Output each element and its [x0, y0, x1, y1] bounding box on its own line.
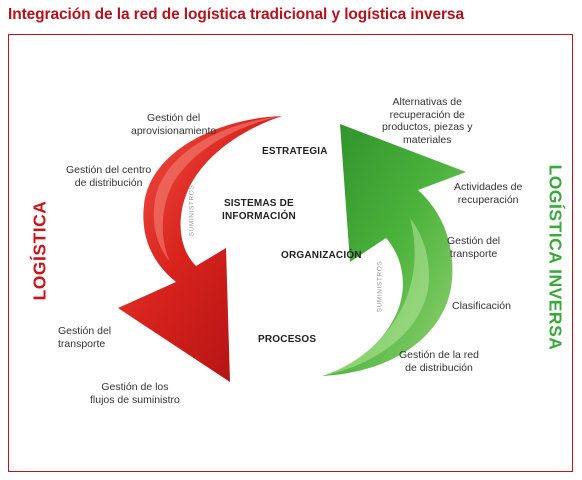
- gestion-transporte-left-label: Gestión del transporte: [58, 325, 111, 350]
- transporte-left-line-2: transporte: [58, 337, 106, 350]
- flujos-line-1: Gestión de los: [101, 381, 169, 393]
- centro-line-2: de distribución: [74, 176, 143, 189]
- actividades-recuperacion-label: Actividades de recuperación: [454, 181, 522, 206]
- gestion-aprovisionamiento-label: Gestión del aprovisionamiento: [131, 112, 216, 137]
- diagram-frame: [8, 34, 573, 472]
- red-arrow-caption: SUMINISTROS: [188, 184, 196, 237]
- organizacion-label: ORGANIZACIÓN: [281, 250, 362, 261]
- transporte-left-line-1: Gestión del: [58, 325, 112, 337]
- gestion-red-distribucion-label: Gestión de la red de distribución: [399, 349, 479, 374]
- sistemas-line-1: SISTEMAS DE: [223, 198, 294, 209]
- red-arrow-highlight: [153, 116, 282, 262]
- procesos-label: PROCESOS: [258, 334, 317, 345]
- aprov-line-1: Gestión del: [147, 112, 201, 124]
- green-arrow-caption: SUMINISTROS: [376, 260, 384, 313]
- alt-line-2: recuperación de: [389, 108, 465, 121]
- page-title: Integración de la red de logística tradi…: [8, 6, 464, 23]
- green-arrow-highlight: [322, 218, 430, 376]
- alt-line-1: Alternativas de: [392, 96, 462, 108]
- clasificacion-label: Clasificación: [452, 300, 511, 312]
- act-line-1: Actividades de: [454, 181, 523, 193]
- aprov-line-2: aprovisionamiento: [131, 124, 217, 137]
- alt-line-4: materiales: [403, 133, 452, 146]
- green-arrow: [322, 124, 466, 376]
- gestion-transporte-right-label: Gestión del transporte: [447, 235, 500, 260]
- trans-right-line-1: Gestión del: [447, 235, 501, 247]
- red-arrow: [118, 116, 282, 382]
- logistica-side-label: LOGÍSTICA: [29, 200, 50, 301]
- sistemas-informacion-label: SISTEMAS DE INFORMACIÓN: [222, 198, 296, 223]
- act-line-2: recuperación: [457, 193, 519, 206]
- alt-line-3: productos, piezas y: [382, 121, 473, 133]
- logistica-inversa-side-label: LOGÍSTICA INVERSA: [545, 164, 566, 351]
- trans-right-line-2: transporte: [449, 247, 498, 260]
- red-line-2: de distribución: [405, 361, 473, 374]
- flujos-line-2: flujos de suministro: [90, 393, 180, 406]
- gestion-flujos-label: Gestión de los flujos de suministro: [90, 381, 180, 406]
- red-line-1: Gestión de la red: [399, 349, 479, 361]
- estrategia-label: ESTRATEGIA: [262, 146, 328, 157]
- sistemas-line-2: INFORMACIÓN: [222, 210, 296, 222]
- gestion-centro-distribucion-label: Gestión del centro de distribución: [66, 164, 151, 189]
- centro-line-1: Gestión del centro: [66, 164, 152, 176]
- alternativas-recuperacion-label: Alternativas de recuperación de producto…: [382, 96, 472, 146]
